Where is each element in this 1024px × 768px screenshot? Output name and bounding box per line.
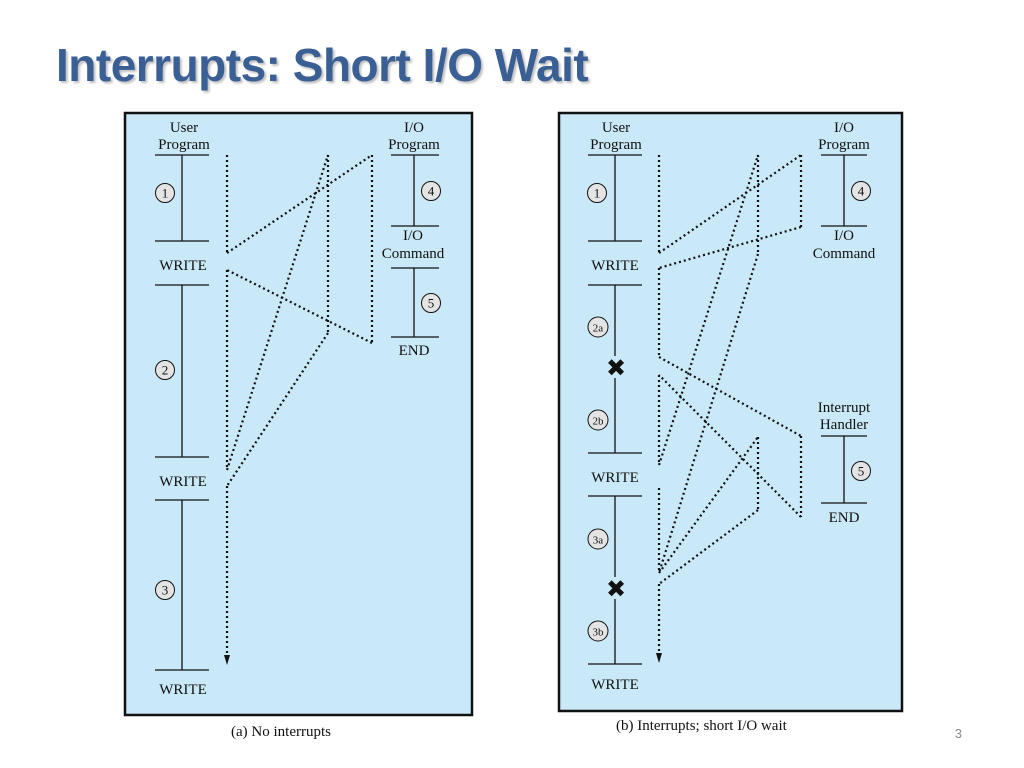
interrupt-handler-label-line2: Handler	[820, 417, 868, 433]
user-program-label-line2: Program	[158, 137, 210, 153]
step-1-marker-b: 1	[587, 183, 607, 203]
step-3-marker: 3	[155, 580, 175, 600]
write-label-3-b: WRITE	[591, 677, 638, 693]
step-3-label: 3	[162, 583, 169, 598]
interrupt-mark-2: ✖	[606, 575, 626, 603]
io-program-label-line1: I/O	[404, 120, 424, 136]
step-3b-marker: 3b	[587, 620, 609, 642]
control-flow-path-a	[224, 154, 374, 665]
step-2a-label: 2a	[593, 323, 604, 335]
io-program-label-line2-b: Program	[818, 137, 870, 153]
end-label: END	[399, 343, 430, 359]
step-4-marker-b: 4	[851, 181, 871, 201]
interrupt-handler-label-line1: Interrupt	[818, 400, 871, 416]
step-1-marker: 1	[155, 183, 175, 203]
step-5-marker: 5	[421, 293, 441, 313]
io-command-label-line2: Command	[382, 246, 445, 262]
panel-no-interrupts: User Program I/O Program WRITE WRITE WRI…	[123, 111, 474, 717]
write-label-1: WRITE	[159, 258, 206, 274]
interrupt-mark-1: ✖	[606, 354, 626, 382]
step-3a-marker: 3a	[587, 528, 609, 550]
io-program-label-line2: Program	[388, 137, 440, 153]
control-flow-path-b	[656, 154, 803, 663]
step-2-marker: 2	[155, 360, 175, 380]
io-command-label-line1-b: I/O	[834, 228, 854, 244]
write-label-2-b: WRITE	[591, 470, 638, 486]
io-program-label-line1-b: I/O	[834, 120, 854, 136]
io-command-label-line1: I/O	[403, 228, 423, 244]
caption-no-interrupts: (a) No interrupts	[231, 724, 331, 740]
panel-interrupts-short-wait: User Program I/O Program WRITE WRITE WRI…	[557, 111, 904, 713]
write-label-2: WRITE	[159, 474, 206, 490]
step-2a-marker: 2a	[587, 316, 609, 338]
slide-title: Interrupts: Short I/O Wait	[56, 39, 589, 91]
user-program-label-line1-b: User	[602, 120, 630, 136]
step-4-marker: 4	[421, 181, 441, 201]
step-5-label: 5	[428, 296, 435, 311]
user-program-label-line2-b: Program	[590, 137, 642, 153]
step-1-label-b: 1	[594, 186, 601, 201]
panel-a-background	[123, 111, 474, 717]
step-3a-label: 3a	[593, 535, 604, 547]
caption-interrupts-short-wait: (b) Interrupts; short I/O wait	[616, 718, 787, 734]
user-program-label-line1: User	[170, 120, 198, 136]
step-2b-marker: 2b	[587, 409, 609, 431]
io-command-label-line2-b: Command	[813, 246, 876, 262]
step-4-label: 4	[428, 184, 435, 199]
step-3b-label: 3b	[593, 627, 605, 639]
write-label-1-b: WRITE	[591, 258, 638, 274]
step-1-label: 1	[162, 186, 169, 201]
panel-b-background	[557, 111, 904, 713]
step-5-label-b: 5	[858, 464, 865, 479]
step-4-label-b: 4	[858, 184, 865, 199]
step-2-label: 2	[162, 363, 169, 378]
end-label-b: END	[829, 510, 860, 526]
write-label-3: WRITE	[159, 682, 206, 698]
step-2b-label: 2b	[593, 416, 605, 428]
slide-number: 3	[954, 726, 962, 741]
step-5-marker-b: 5	[851, 461, 871, 481]
